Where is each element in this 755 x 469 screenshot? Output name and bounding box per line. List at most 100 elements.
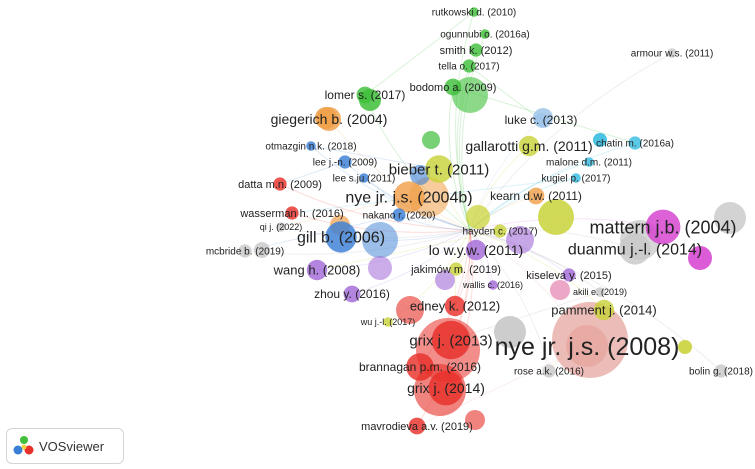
network-node[interactable] [562,268,576,282]
network-node[interactable] [306,141,316,151]
network-node[interactable] [325,221,357,253]
node-label[interactable]: grix j. (2013) [409,332,492,349]
node-label[interactable]: duanmu j.-l. (2014) [568,242,702,259]
node-label[interactable]: jakimów m. (2019) [410,264,501,276]
node-label[interactable]: bodomo a. (2009) [410,82,497,94]
node-label[interactable]: lee j.-n. (2009) [313,158,377,169]
network-node[interactable] [408,417,426,435]
network-node[interactable] [469,7,479,17]
node-label[interactable]: rose a.k. (2016) [514,367,584,378]
node-label[interactable]: pamment j. (2014) [551,303,657,318]
node-label[interactable]: otmazgin n.k. (2018) [265,142,356,153]
node-label[interactable]: tella o. (2017) [438,62,499,73]
network-node[interactable] [338,155,352,169]
label-layer: rutkowski d. (2010) ogunnubi o. (2016a) sm… [206,8,753,433]
network-node[interactable] [493,224,507,238]
node-label[interactable]: chatin m. (2016a) [596,139,674,150]
network-node[interactable] [595,287,605,297]
network-link [316,229,471,271]
cluster-bubble [466,205,490,229]
node-label[interactable]: giegerich b. (2004) [271,111,388,127]
network-node[interactable] [276,222,286,232]
node-label[interactable]: wu j.-l. (2017) [360,317,416,327]
network-node[interactable] [628,136,642,150]
node-label[interactable]: luke c. (2013) [505,113,578,127]
network-node[interactable] [566,325,608,367]
node-label[interactable]: armour w.s. (2011) [631,49,714,60]
network-node[interactable] [406,353,434,381]
cluster-bubble [678,340,692,354]
network-node[interactable] [273,177,287,191]
network-node[interactable] [444,78,462,96]
network-node[interactable] [393,181,425,213]
node-label[interactable]: nye jr. j.s. (2008) [495,333,680,361]
node-label[interactable]: zhou y. (2016) [314,287,390,301]
network-node[interactable] [356,86,374,104]
node-label[interactable]: nakano r. (2020) [363,211,436,222]
node-label[interactable]: mavrodieva a.v. (2019) [361,421,473,433]
network-node[interactable] [534,113,548,127]
node-label[interactable]: rutkowski d. (2010) [432,8,516,19]
node-label[interactable]: wallis c. (2016) [462,280,523,290]
network-node[interactable] [359,173,369,183]
network-node[interactable] [488,280,498,290]
node-layer [238,7,728,435]
network-link [280,196,410,228]
node-label[interactable]: nye jr. j.s. (2004b) [345,190,472,207]
network-node[interactable] [584,157,594,167]
network-node[interactable] [431,320,471,360]
network-node[interactable] [238,244,252,258]
network-node[interactable] [571,173,581,183]
node-label[interactable]: hayden c. (2017) [462,227,537,238]
network-node[interactable] [383,317,393,327]
network-node[interactable] [619,233,651,265]
network-node[interactable] [462,59,476,73]
cluster-bubble [435,270,455,290]
network-node[interactable] [425,155,453,183]
network-node[interactable] [469,43,483,57]
node-label[interactable]: ogunnubi o. (2016a) [440,30,530,41]
node-label[interactable]: wang h. (2008) [273,263,361,278]
network-link [244,214,400,252]
node-label[interactable]: lo w.y.w. (2011) [429,242,523,258]
network-node[interactable] [444,295,466,317]
node-label[interactable]: mattern j.b. (2004) [589,217,736,237]
network-node[interactable] [343,285,361,303]
network-node[interactable] [667,48,677,58]
node-label[interactable]: kearn d.w. (2011) [490,189,582,203]
network-node[interactable] [542,364,556,378]
network-node[interactable] [317,107,341,131]
node-label[interactable]: smith k. (2012) [440,45,513,57]
node-label[interactable]: brannagan p.m. (2016) [359,360,481,374]
node-label[interactable]: gill b. (2006) [297,230,385,247]
network-node[interactable] [518,135,540,157]
node-label[interactable]: akili e. (2019) [573,287,627,297]
network-node[interactable] [306,259,328,281]
network-node[interactable] [714,364,728,378]
node-label[interactable]: bieber t. (2011) [389,161,490,178]
node-label[interactable]: datta m.n. (2009) [238,179,322,191]
network-node[interactable] [465,239,487,261]
node-label[interactable]: mcbride b. (2019) [206,247,284,258]
node-label[interactable]: kiseleva y. (2015) [526,270,611,282]
network-node[interactable] [593,299,615,321]
vosviewer-logo-text: VOSviewer [39,438,105,454]
network-node[interactable] [392,208,406,222]
node-label[interactable]: wasserman h. (2016) [239,208,343,220]
node-label[interactable]: lee s.ju (2011) [333,174,396,185]
node-label[interactable]: edney k. (2012) [410,299,500,314]
network-node[interactable] [645,209,681,245]
node-label[interactable]: qi j. (2022) [260,222,303,232]
network-node[interactable] [285,206,299,220]
node-label[interactable]: bolin g. (2018) [689,367,753,378]
network-node[interactable] [449,262,463,276]
node-label[interactable]: gallarotti g.m. (2011) [465,138,592,154]
network-node[interactable] [480,29,490,39]
node-label[interactable]: grix j. (2014) [407,380,485,396]
network-node[interactable] [527,187,545,205]
node-label[interactable]: kugiel p. (2017) [542,174,611,185]
network-node[interactable] [428,370,464,406]
node-label[interactable]: malone d.m. (2011) [546,158,632,169]
node-label[interactable]: lomer s. (2017) [325,88,406,102]
